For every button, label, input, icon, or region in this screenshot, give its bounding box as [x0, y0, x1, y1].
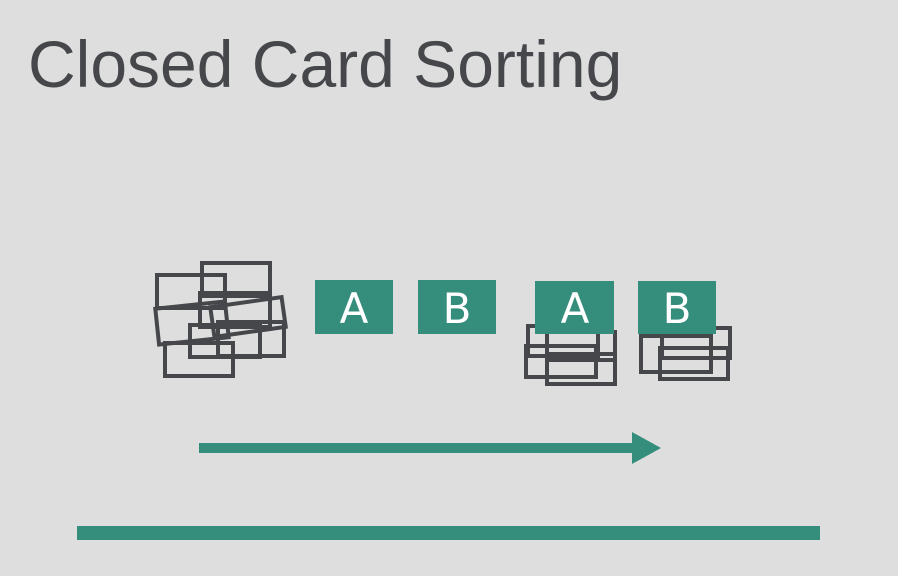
slide-title: Closed Card Sorting	[28, 27, 623, 101]
unsorted-card-pile-icon	[153, 261, 288, 378]
category-card-b: B	[418, 280, 496, 334]
sorted-pile-b-icon	[639, 326, 732, 381]
sorted-category-card-a-label: A	[561, 284, 590, 333]
sorted-category-card-b: B	[638, 281, 716, 334]
sorted-category-card-a: A	[535, 281, 614, 334]
category-card-a-label: A	[340, 284, 369, 333]
sorted-category-card-b-label: B	[663, 284, 692, 333]
bottom-accent-bar	[77, 526, 820, 540]
category-card-b-label: B	[443, 284, 472, 333]
right-arrow-icon	[199, 432, 661, 464]
sorted-pile-a-icon	[524, 324, 617, 386]
category-card-a: A	[315, 280, 393, 334]
